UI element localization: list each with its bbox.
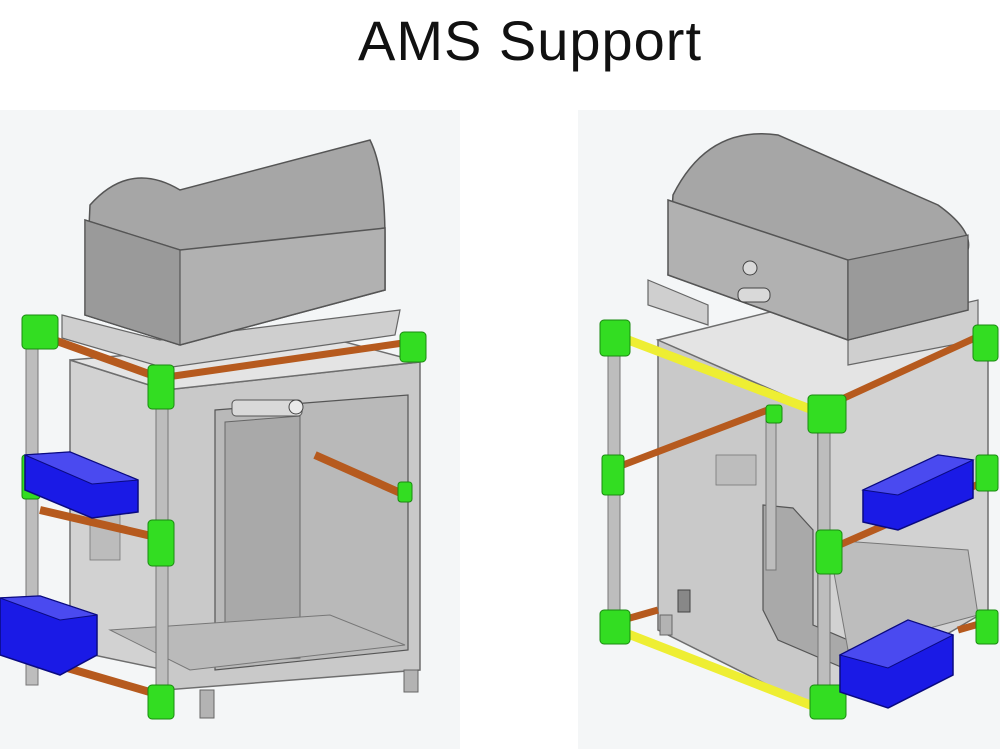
rear-blue-trays bbox=[838, 454, 975, 709]
blue-trays bbox=[0, 451, 139, 676]
printer-render-front bbox=[0, 139, 427, 720]
orange-rods bbox=[38, 331, 411, 699]
page-title: AMS Support bbox=[357, 9, 703, 72]
render-view-front bbox=[0, 110, 460, 749]
rear-bracket-left bbox=[647, 279, 709, 326]
rear-green-connectors bbox=[599, 319, 999, 720]
top-bracket bbox=[61, 309, 401, 369]
printer-hood-rear bbox=[667, 133, 970, 342]
printer-render-rear bbox=[599, 133, 999, 720]
render-view-rear bbox=[578, 110, 1000, 749]
printer-hood bbox=[84, 139, 386, 346]
